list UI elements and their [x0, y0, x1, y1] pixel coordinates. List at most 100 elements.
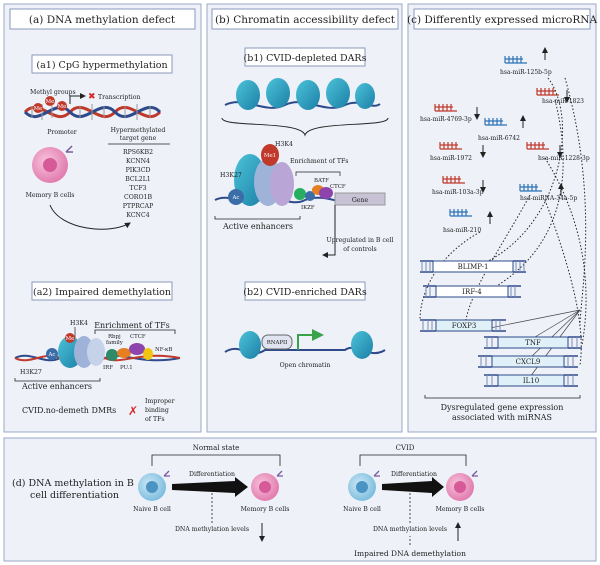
naive-b-cell-icon-d2: [348, 470, 380, 501]
mirna-label: hsa-miR-125b-5p: [500, 69, 552, 76]
memory-b-cell-icon: [32, 145, 73, 183]
panel-b-title: (b) Chromatin accessibility defect: [215, 14, 396, 26]
mirna-labels: hsa-miR-125b-5p hsa-miR-1823 hsa-miR-476…: [420, 69, 590, 234]
mirna-label: hsa-miR-1972: [430, 155, 472, 162]
svg-text:Me: Me: [46, 99, 55, 105]
mirna-arrows: [474, 47, 570, 224]
gene-bar-foxp3: [420, 319, 506, 332]
dysregulated-label-1: Dysregulated gene expression: [441, 403, 564, 412]
gene-item: CORO1B: [124, 194, 152, 201]
memory-b-cell-icon-d1: [251, 470, 283, 501]
improper-label-2: binding: [145, 407, 169, 414]
svg-text:Me: Me: [34, 106, 43, 112]
hyper-label-2: target gene: [120, 135, 157, 142]
improper-label-3: of TFs: [145, 416, 165, 423]
upregulated-label-1: Upregulated in B cell: [326, 237, 393, 244]
gene-list: RPS6KB2 KCNN4 PIK3CD BCL2L1 TCF3 CORO1B …: [123, 149, 153, 219]
panel-c: (c) Differently expressed microRNA hs: [407, 3, 597, 433]
active-enhancers-a: Active enhancers: [21, 382, 92, 391]
blocked-x-icon: ✖: [88, 92, 96, 102]
dna-levels-label-2: DNA methylation levels: [373, 526, 447, 533]
b1-title: (b1) CVID-depleted DARs: [244, 53, 367, 64]
nfkb-label: NF-κB: [155, 347, 172, 353]
hyper-label-1: Hypermethylated: [111, 127, 166, 134]
me1-label: Me1: [264, 153, 276, 159]
gene-label-il10: IL10: [523, 377, 539, 385]
panel-a-title: (a) DNA methylation defect: [29, 14, 176, 26]
mirna-label: hsa-miR-1228-3p: [538, 155, 590, 162]
gene-label-tnf: TNF: [525, 339, 541, 347]
a2-title: (a2) Impaired demethylation: [33, 287, 171, 298]
gene-label-blimp1: BLIMP-1: [458, 263, 489, 271]
gene-item: KCNC4: [126, 212, 149, 219]
gene-label-b: Gene: [352, 197, 369, 204]
differentiation-label-2: Differentiation: [391, 471, 437, 478]
open-chromatin-diagram: [224, 329, 386, 359]
svg-text:Me: Me: [66, 336, 75, 342]
gene-item: TCF3: [129, 185, 146, 192]
panel-b: (b) Chromatin accessibility defect (b1) …: [206, 3, 403, 433]
enrichment-tfs-a2: Enrichment of TFs: [94, 321, 170, 330]
rbpj-family-label: family: [106, 340, 124, 346]
gene-label-cxcl9: CXCL9: [516, 358, 541, 366]
gene-label-foxp3: FOXP3: [452, 322, 477, 330]
upregulated-label-2: of controls: [343, 246, 376, 253]
mirna-target-links: [419, 77, 587, 366]
panel-d-title-1: (d) DNA methylation in B: [12, 478, 134, 489]
improper-label-1: Improper: [145, 398, 175, 405]
naive-b-label-2: Naive B cell: [343, 506, 381, 513]
differentiation-label-1: Differentiation: [189, 471, 235, 478]
tf-shapes-a2: [106, 343, 153, 361]
h3k4-label-b: H3K4: [275, 141, 293, 148]
h3k27-label-b: H3K27: [220, 172, 242, 179]
gene-item: PTPRCAP: [123, 203, 153, 210]
methyl-group-icon: [33, 96, 67, 113]
panel-c-title: (c) Differently expressed microRNA: [407, 14, 597, 26]
gene-bar-blimp1: [420, 260, 526, 273]
mirna-label: hsa-miR-1823: [542, 98, 584, 105]
gene-item: KCNN4: [126, 158, 150, 165]
batf-label: BATF: [314, 178, 329, 184]
memory-b-label-d1: Memory B cells: [241, 506, 290, 513]
dna-levels-label-1: DNA methylation levels: [175, 526, 249, 533]
normal-state-label: Normal state: [193, 444, 240, 452]
gene-bar-cxcl9: [478, 355, 578, 368]
dmrs-label: CVID.no-demeth DMRs: [22, 406, 116, 415]
target-gene-bars: [420, 260, 582, 387]
promoter-label: Promoter: [47, 129, 77, 136]
methyl-groups-label: Methyl groups: [30, 89, 76, 96]
svg-text:Me: Me: [58, 104, 67, 110]
naive-b-label-1: Naive B cell: [133, 506, 171, 513]
gene-bar-irf4: [423, 285, 521, 298]
svg-text:Ac: Ac: [48, 352, 56, 358]
irf-label: IRF: [103, 365, 113, 371]
ikzf-label: IKZF: [301, 205, 315, 211]
enhancer-complex-b: [214, 144, 386, 206]
panel-d: (d) DNA methylation in B cell differenti…: [3, 437, 597, 562]
a1-title: (a1) CpG hypermethylation: [36, 60, 167, 71]
rbpj-label: Rbpj: [108, 334, 121, 340]
memory-b-cell-icon-d2: [446, 470, 478, 501]
gene-item: BCL2L1: [125, 176, 151, 183]
mirna-hairpins: [434, 56, 559, 217]
gene-item: PIK3CD: [126, 167, 151, 174]
mirna-label: hsa-miR-103a-3p: [432, 189, 484, 196]
panel-a: (a) DNA methylation defect (a1) CpG hype…: [3, 3, 202, 433]
ctcf-label-b: CTCF: [330, 184, 346, 190]
transcription-label: Transcription: [98, 94, 140, 101]
improper-x-icon: ✗: [128, 404, 138, 418]
memory-b-label: Memory B cells: [26, 192, 75, 199]
memory-b-label-d2: Memory B cells: [436, 506, 485, 513]
cvid-label: CVID: [396, 444, 415, 452]
mirna-label: hsa-miRNA-34a-5p: [520, 195, 577, 202]
mirna-label: hsa-miR-4769-3p: [420, 116, 472, 123]
impaired-label: Impaired DNA demethylation: [354, 549, 466, 558]
nucleosome-array: [224, 78, 381, 110]
gene-label-irf4: IRF-4: [462, 288, 482, 296]
panel-d-title-2: cell differentiation: [30, 490, 119, 501]
open-chromatin-label: Open chromatin: [280, 362, 331, 369]
rnapii-label: RNAPII: [267, 340, 288, 346]
dysregulated-label-2: associated with miRNAS: [452, 413, 552, 422]
enrichment-tfs-b: Enrichment of TFs: [290, 158, 348, 165]
ac-label: Ac: [232, 195, 240, 201]
